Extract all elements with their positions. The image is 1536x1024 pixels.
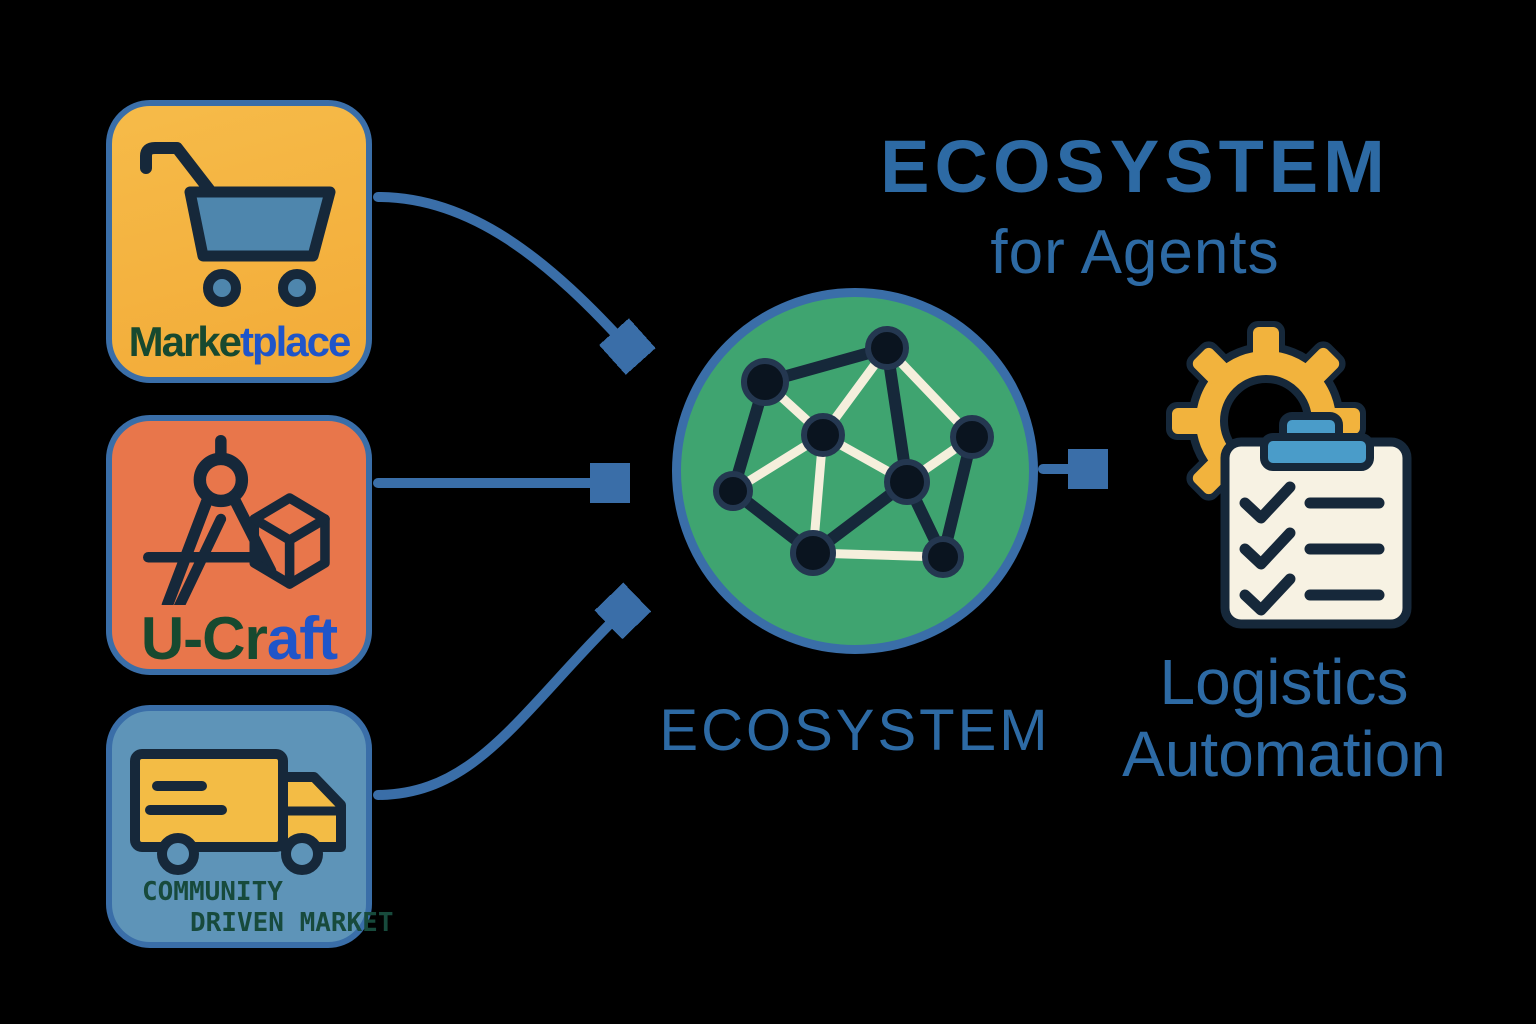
marketplace-card: Marketplace xyxy=(106,100,372,383)
hub-label: ECOSYSTEM xyxy=(659,698,1051,763)
ucraft-label: U-Craft xyxy=(141,609,338,669)
community-label-line2: DRIVEN MARKET xyxy=(190,908,394,939)
ecosystem-hub-circle xyxy=(672,288,1038,654)
community-label-line1: COMMUNITY xyxy=(142,877,283,907)
shopping-cart-icon xyxy=(139,142,335,307)
delivery-truck-icon xyxy=(130,749,346,875)
marketplace-label: Marketplace xyxy=(128,318,352,365)
arrow-marketplace-to-hub xyxy=(373,192,634,354)
ucraft-label-green: U-Cr xyxy=(140,605,268,672)
community-card: COMMUNITY DRIVEN MARKET xyxy=(106,705,394,948)
drafting-compass-cube-icon xyxy=(143,435,330,605)
community-label: COMMUNITY DRIVEN MARKET xyxy=(112,877,394,939)
ucraft-card: U-Craft xyxy=(106,415,372,675)
output-label-line2: Automation xyxy=(1122,718,1446,791)
arrow-community-to-hub xyxy=(373,604,630,800)
title-block: ECOSYSTEM for Agents xyxy=(855,130,1415,284)
marketplace-label-blue: tplace xyxy=(240,318,351,365)
marketplace-label-green: Marke xyxy=(128,318,242,365)
gear-clipboard-icon xyxy=(1166,321,1412,629)
title-sub: for Agents xyxy=(990,218,1280,287)
ucraft-label-blue: aft xyxy=(266,605,338,672)
network-graph-icon xyxy=(713,326,994,578)
output-label-line1: Logistics xyxy=(1159,646,1409,718)
output-label: Logistics Automation xyxy=(1064,646,1504,791)
clipboard-icon xyxy=(1220,412,1412,629)
title-main: ECOSYSTEM xyxy=(880,125,1390,208)
